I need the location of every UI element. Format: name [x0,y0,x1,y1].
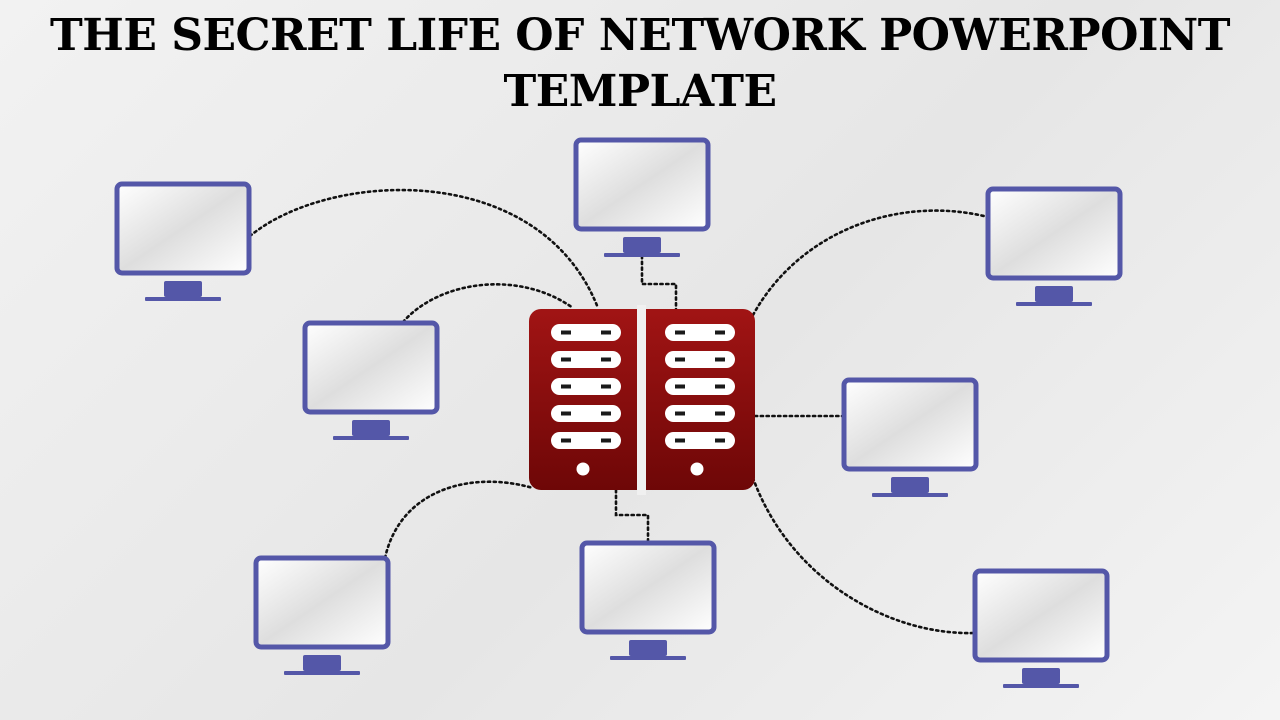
server-led [675,330,685,335]
server-rack [529,305,755,495]
title-line-2: TEMPLATE [503,66,777,117]
monitor-top-center [573,137,711,257]
monitor-bottom-right [972,568,1110,688]
monitor-icon [972,568,1110,663]
server-led [601,357,611,362]
monitor-base [1016,302,1092,306]
monitor-mid-right [841,377,979,497]
connector-line-4 [640,254,678,312]
server-led [601,411,611,416]
connectors [248,188,990,635]
monitor-icon [579,540,717,635]
monitor-stand [164,281,202,297]
server-led [601,330,611,335]
monitor-base [610,656,686,660]
connector-line-1 [248,188,600,310]
server-unit [665,378,735,395]
server-led [675,438,685,443]
server-led [561,438,571,443]
monitor-icon [114,181,252,276]
server-unit [665,432,735,449]
monitor-icon [253,555,391,650]
server-led [561,411,571,416]
monitor-base [872,493,948,497]
monitor-stand [629,640,667,656]
server-unit [665,324,735,341]
server-unit [665,351,735,368]
connector-line-6 [751,209,990,317]
server-led [675,384,685,389]
monitor-base [145,297,221,301]
server-unit [551,378,621,395]
server-led [561,357,571,362]
monitor-stand [303,655,341,671]
power-button-icon [576,462,590,476]
server-led [715,330,725,335]
monitor-base [1003,684,1079,688]
monitor-top-left [114,181,252,301]
server-unit [665,405,735,422]
connector-line-5 [614,488,650,545]
monitor-base [333,436,409,440]
monitor-base [284,671,360,675]
monitor-mid-left [302,320,440,440]
server-led [715,411,725,416]
connector-line-3 [383,480,535,560]
monitor-stand [352,420,390,436]
monitors [114,137,1123,688]
monitor-stand [623,237,661,253]
server-led [675,411,685,416]
monitor-bottom-center [579,540,717,660]
server-divider [637,305,646,495]
monitor-stand [1022,668,1060,684]
monitor-icon [841,377,979,472]
connector-line-8 [751,476,975,635]
monitor-icon [302,320,440,415]
monitor-stand [1035,286,1073,302]
monitor-top-right [985,186,1123,306]
monitor-icon [985,186,1123,281]
monitor-icon [573,137,711,232]
server-led [715,357,725,362]
page-title: THE SECRET LIFE OF NETWORK POWERPOINT TE… [40,8,1240,120]
server-led [561,330,571,335]
power-button-icon [690,462,704,476]
server-unit [551,432,621,449]
server-led [601,384,611,389]
server-led [675,357,685,362]
monitor-base [604,253,680,257]
server-unit [551,324,621,341]
server-led [561,384,571,389]
server-led [715,384,725,389]
title-line-1: THE SECRET LIFE OF NETWORK POWERPOINT [50,10,1230,61]
server-unit [551,405,621,422]
monitor-bottom-left [253,555,391,675]
server-led [715,438,725,443]
connector-line-2 [401,283,575,324]
server-led [601,438,611,443]
server-unit [551,351,621,368]
monitor-stand [891,477,929,493]
